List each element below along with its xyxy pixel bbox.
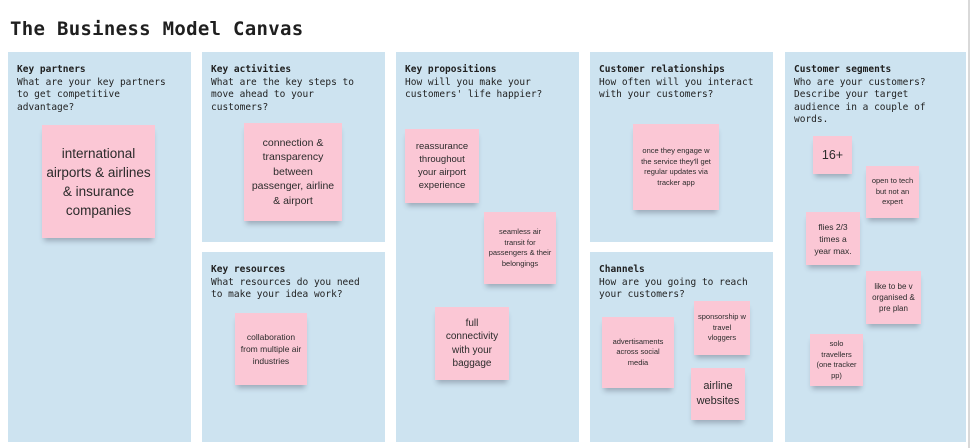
sticky-note[interactable]: connection & transparency between passen… xyxy=(244,123,342,221)
panel-question: Who are your customers? Describe your ta… xyxy=(794,76,926,126)
panel-title: Key resources xyxy=(211,264,286,275)
sticky-note-text: open to tech but not an expert xyxy=(871,176,914,207)
sticky-note[interactable]: seamless air transit for passengers & th… xyxy=(484,212,556,284)
panel-title: Key propositions xyxy=(405,64,497,75)
sticky-note[interactable]: solo travellers (one tracker pp) xyxy=(810,334,863,386)
sticky-note-text: full connectivity with your baggage xyxy=(445,317,499,370)
sticky-note[interactable]: international airports & airlines & insu… xyxy=(42,125,155,238)
sticky-note[interactable]: open to tech but not an expert xyxy=(866,166,919,218)
sticky-note-text: flies 2/3 times a year max. xyxy=(814,221,852,256)
sticky-note-text: reassurance throughout your airport expe… xyxy=(415,141,469,191)
sticky-note[interactable]: advertisaments across social media xyxy=(602,317,674,388)
panel-question: How will you make your customers' life h… xyxy=(405,76,543,101)
sticky-note-text: 16+ xyxy=(821,147,844,162)
panel-title: Key partners xyxy=(17,64,86,75)
panel-title: Key activities xyxy=(211,64,292,75)
sticky-note-text: connection & transparency between passen… xyxy=(251,136,335,207)
sticky-note[interactable]: sponsorship w travel vloggers xyxy=(694,301,750,355)
panel-question: What are your key partners to get compet… xyxy=(17,76,166,113)
sticky-note-text: once they engage w the service they'll g… xyxy=(641,146,711,187)
panel-title: Customer segments xyxy=(794,64,892,75)
sticky-note-text: advertisaments across social media xyxy=(612,336,664,367)
sticky-note-text: seamless air transit for passengers & th… xyxy=(488,227,552,268)
sticky-note[interactable]: collaboration from multiple air industri… xyxy=(235,313,307,385)
panel-title: Channels xyxy=(599,264,645,275)
sticky-note[interactable]: full connectivity with your baggage xyxy=(435,307,509,380)
sticky-note[interactable]: flies 2/3 times a year max. xyxy=(806,212,860,265)
sticky-note[interactable]: like to be v organised & pre plan xyxy=(866,271,921,324)
right-edge-divider xyxy=(968,0,970,448)
canvas-title: The Business Model Canvas xyxy=(10,18,304,40)
panel-key-partners[interactable]: Key partners What are your key partners … xyxy=(8,52,191,442)
sticky-note-text: sponsorship w travel vloggers xyxy=(698,312,746,343)
sticky-note[interactable]: 16+ xyxy=(813,136,852,174)
sticky-note-text: airline websites xyxy=(696,380,740,407)
panel-question: What resources do you need to make your … xyxy=(211,276,360,301)
sticky-note[interactable]: airline websites xyxy=(691,368,745,420)
sticky-note[interactable]: reassurance throughout your airport expe… xyxy=(405,129,479,203)
sticky-note-text: collaboration from multiple air industri… xyxy=(240,332,302,366)
panel-question: How often will you interact with your cu… xyxy=(599,76,754,101)
panel-title: Customer relationships xyxy=(599,64,725,75)
panel-question: What are the key steps to move ahead to … xyxy=(211,76,354,113)
panel-question: How are you going to reach your customer… xyxy=(599,276,748,301)
sticky-note-text: solo travellers (one tracker pp) xyxy=(816,339,857,380)
sticky-note[interactable]: once they engage w the service they'll g… xyxy=(633,124,719,210)
sticky-note-text: international airports & airlines & insu… xyxy=(46,145,151,218)
sticky-note-text: like to be v organised & pre plan xyxy=(872,282,915,313)
